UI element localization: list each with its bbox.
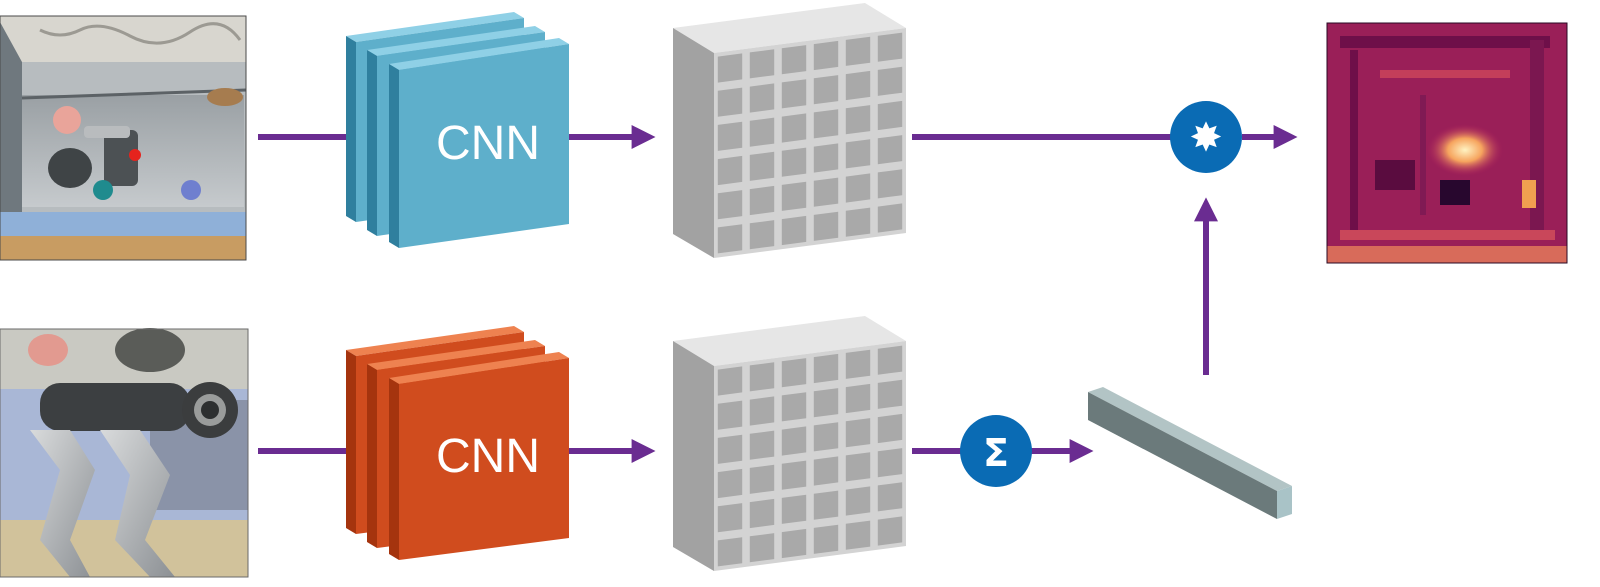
feature-cell [781,113,807,143]
feature-cell [813,177,839,207]
feature-cell [749,117,775,147]
cnn-block-top: CNN [346,12,569,248]
scene-input-image [0,15,247,261]
feature-cell [781,358,807,388]
feature-cell [717,537,743,567]
feature-cell [845,349,871,379]
cnn-block-bottom: CNN [346,326,569,560]
feature-cell [717,400,743,430]
feature-cell [781,426,807,456]
feature-cell [717,366,743,396]
feature-cell [749,498,775,529]
cnn-label: CNN [436,117,540,170]
gripper-input-image [0,328,249,578]
feature-cell [813,40,839,71]
feature-cell [877,448,903,478]
feature-cell [877,516,903,546]
feature-cell [845,383,871,414]
feature-cell [749,49,775,79]
feature-cell [877,413,903,444]
feature-map-bottom [673,316,906,571]
sum-symbol: Σ [983,431,1009,475]
feature-cell [717,224,743,254]
feature-cell [749,464,775,494]
feature-cell [781,147,807,177]
cnn-label: CNN [436,430,540,483]
feature-cell [717,434,743,464]
feature-cell [749,151,775,181]
feature-cell [877,32,903,62]
feature-cell [749,396,775,426]
feature-cell [813,490,839,520]
feature-cell [717,121,743,151]
feature-cell [717,155,743,186]
feature-cell [781,392,807,422]
multiply-symbol: ✸ [1189,115,1223,161]
feature-cell [717,468,743,499]
feature-cell [749,185,775,216]
feature-cell [877,169,903,199]
feature-cell [749,430,775,460]
feature-cell [813,143,839,173]
feature-map-top [673,3,906,258]
feature-cell [749,533,775,563]
feature-cell [845,452,871,482]
feature-cell [845,207,871,237]
feature-cell [845,70,871,101]
feature-cell [749,83,775,113]
feature-cell [845,173,871,203]
feature-cell [781,79,807,109]
feature-cell [781,45,807,75]
feature-cell [877,345,903,375]
feature-cell [877,482,903,512]
feature-cell [877,66,903,96]
feature-cell [813,211,839,241]
multiply-node: ✸ [1170,101,1242,173]
sum-node: Σ [960,415,1032,487]
feature-cell [749,220,775,250]
feature-cell [813,353,839,384]
feature-cell [877,135,903,165]
feature-cell [813,422,839,452]
arrows [258,125,1298,463]
cnn-slab [389,38,569,248]
feature-cell [845,139,871,169]
feature-cell [749,362,775,392]
feature-vector [1088,387,1292,519]
feature-cell [845,105,871,135]
feature-cell [877,379,903,409]
feature-cell [717,190,743,220]
feature-cell [813,524,839,554]
feature-cell [717,503,743,533]
feature-cell [813,388,839,418]
cnn-slab [389,352,569,560]
feature-cell [781,528,807,559]
feature-cell [845,36,871,66]
feature-cell [781,494,807,524]
feature-cell [813,75,839,105]
feature-cell [781,215,807,246]
feature-cell [781,460,807,490]
feature-cell [781,181,807,211]
feature-cell [813,456,839,486]
feature-cell [845,486,871,516]
feature-cell [845,418,871,448]
feature-cell [877,100,903,131]
feature-cell [845,520,871,550]
feature-cell [717,87,743,117]
feature-cell [717,53,743,83]
feature-cell [813,109,839,139]
output-heatmap [1326,22,1568,264]
feature-cell [877,203,903,233]
